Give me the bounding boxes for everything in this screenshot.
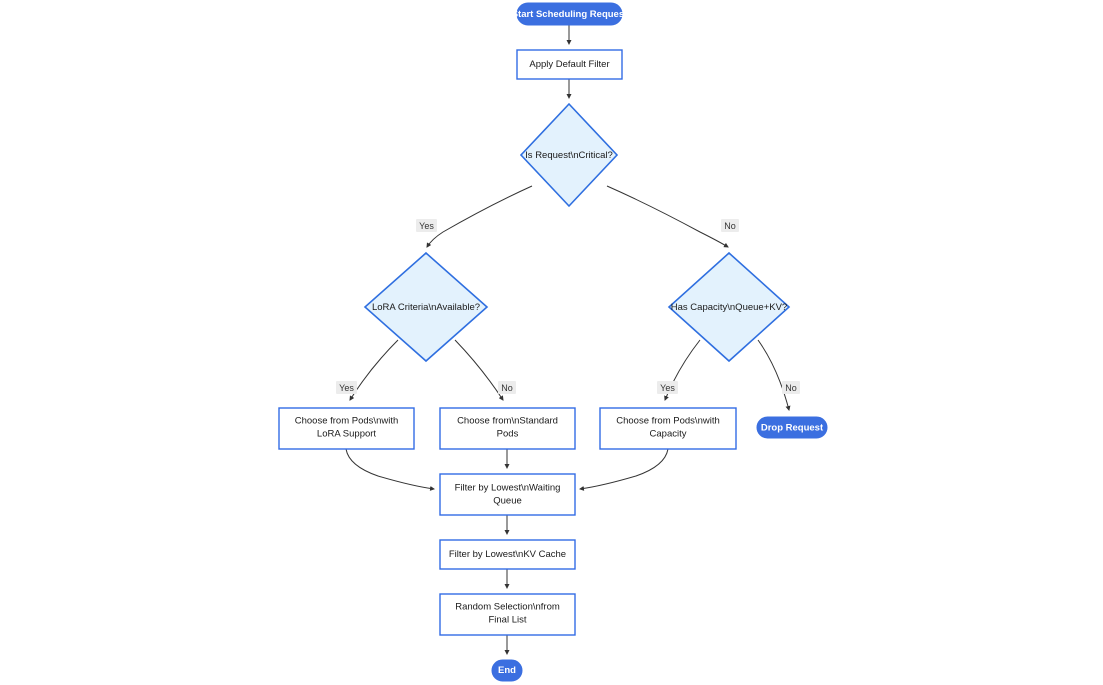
edge-label-no-capacity: No <box>782 381 800 394</box>
edge-label-group: Yes No Yes No Yes No <box>336 219 800 394</box>
node-label-line-1: Random Selection\nfrom <box>455 602 560 613</box>
node-shape-rect <box>439 407 576 450</box>
edge-label-text: No <box>501 383 513 393</box>
node-label: Drop Request <box>761 423 824 434</box>
node-lora-criteria-available[interactable]: LoRA Criteria\nAvailable? <box>363 251 489 363</box>
node-choose-from-pods-with-capacity[interactable]: Choose from Pods\nwith Capacity <box>599 407 737 450</box>
edge-lora-podslora <box>349 339 399 401</box>
node-filter-by-lowest-waiting-queue[interactable]: Filter by Lowest\nWaiting Queue <box>439 473 576 516</box>
node-label: Apply Default Filter <box>529 59 609 70</box>
node-shape-diamond <box>363 251 489 363</box>
edge-label-no-critical: No <box>721 219 739 232</box>
node-choose-from-standard-pods[interactable]: Choose from\nStandard Pods <box>439 407 576 450</box>
node-shape-rect <box>439 473 576 516</box>
node-label-line-2: Pods <box>497 429 519 440</box>
node-label-line-2: LoRA Support <box>317 429 377 440</box>
node-shape-rect <box>439 593 576 636</box>
node-label-line-2: Capacity <box>650 429 687 440</box>
node-label: End <box>498 665 516 676</box>
node-shape-pill <box>491 659 523 682</box>
edge-label-text: Yes <box>419 221 434 231</box>
node-label: Filter by Lowest\nKV Cache <box>449 549 566 560</box>
node-label: Is Request\nCritical? <box>525 150 613 161</box>
node-end[interactable]: End <box>491 659 523 682</box>
edge-critical-capacity <box>606 185 729 248</box>
node-random-selection-from-final-list[interactable]: Random Selection\nfrom Final List <box>439 593 576 636</box>
node-label: LoRA Criteria\nAvailable? <box>372 302 480 313</box>
edge-podslora-filterqueue <box>345 448 435 491</box>
node-label: Has Capacity\nQueue+KV? <box>671 302 787 313</box>
edge-capacity-podscap <box>664 339 701 401</box>
node-apply-default-filter[interactable]: Apply Default Filter <box>516 49 623 80</box>
node-shape-pill <box>756 416 828 439</box>
edge-label-text: Yes <box>660 383 675 393</box>
node-start-scheduling-request[interactable]: Start Scheduling Request <box>512 2 628 26</box>
edge-capacity-drop <box>757 339 791 411</box>
node-has-capacity-queue-kv[interactable]: Has Capacity\nQueue+KV? <box>667 251 791 363</box>
node-label-line-1: Filter by Lowest\nWaiting <box>455 483 561 494</box>
edge-label-yes-capacity: Yes <box>657 381 678 394</box>
node-drop-request[interactable]: Drop Request <box>756 416 828 439</box>
node-choose-from-pods-with-lora-support[interactable]: Choose from Pods\nwith LoRA Support <box>278 407 415 450</box>
node-label-line-2: Final List <box>488 615 526 626</box>
edge-critical-lora <box>426 185 533 248</box>
node-label-line-2: Queue <box>493 496 522 507</box>
edge-label-yes-critical: Yes <box>416 219 437 232</box>
node-shape-rect <box>278 407 415 450</box>
edge-lora-podsstd <box>454 339 504 401</box>
node-label-line-1: Choose from Pods\nwith <box>295 416 399 427</box>
edge-label-text: No <box>724 221 736 231</box>
node-shape-diamond <box>667 251 791 363</box>
node-label-line-1: Choose from Pods\nwith <box>616 416 720 427</box>
node-shape-rect <box>439 539 576 570</box>
edge-label-text: Yes <box>339 383 354 393</box>
edge-group <box>345 25 791 655</box>
node-shape-pill <box>516 2 623 26</box>
node-label: Start Scheduling Request <box>512 9 628 20</box>
edge-label-no-lora: No <box>498 381 516 394</box>
node-shape-rect <box>516 49 623 80</box>
edge-podscap-filterqueue <box>579 448 669 491</box>
edge-label-text: No <box>785 383 797 393</box>
node-shape-diamond <box>519 102 619 208</box>
node-label-line-1: Choose from\nStandard <box>457 416 558 427</box>
edge-label-yes-lora: Yes <box>336 381 357 394</box>
node-shape-rect <box>599 407 737 450</box>
node-is-request-critical[interactable]: Is Request\nCritical? <box>519 102 619 208</box>
node-filter-by-lowest-kv-cache[interactable]: Filter by Lowest\nKV Cache <box>439 539 576 570</box>
